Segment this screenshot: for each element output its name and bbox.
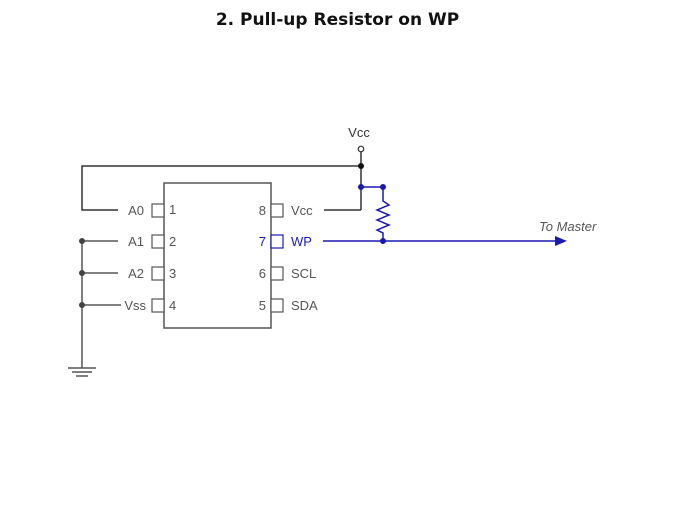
pin-name: A0 — [128, 203, 144, 218]
pin-name: Vcc — [291, 203, 313, 218]
pin-number: 7 — [259, 234, 266, 249]
pin-number: 4 — [169, 298, 176, 313]
wp-junction-dot — [380, 238, 386, 244]
pin-name: SCL — [291, 266, 316, 281]
left-pin-a2: A2 3 — [128, 266, 176, 281]
vcc-power-label: Vcc — [348, 125, 370, 140]
to-master-arrow-icon — [555, 236, 567, 246]
pin-pad — [151, 266, 165, 281]
pin-number: 2 — [169, 234, 176, 249]
ground-symbol-icon — [68, 367, 96, 377]
pin-pad — [270, 298, 284, 313]
pin-name: A1 — [128, 234, 144, 249]
pin-pad — [151, 298, 165, 313]
pin-name: SDA — [291, 298, 318, 313]
to-master-label: To Master — [539, 219, 597, 234]
pin-name: A2 — [128, 266, 144, 281]
eeprom-ic-body — [163, 182, 272, 329]
pin-name: Vss — [124, 298, 146, 313]
pin-pad — [270, 203, 284, 218]
slide-title: 2. Pull-up Resistor on WP — [215, 10, 460, 30]
right-pin-scl: 6 SCL — [259, 266, 317, 281]
right-pin-wp: 7 WP — [259, 234, 312, 249]
pin-name: WP — [291, 234, 312, 249]
a1-junction-dot — [79, 238, 85, 244]
right-pin-sda: 5 SDA — [259, 298, 318, 313]
left-pin-a1: A1 2 — [128, 234, 176, 249]
pullup-resistor — [375, 187, 391, 241]
left-pin-a0: A0 1 — [128, 202, 176, 218]
pin-number: 3 — [169, 266, 176, 281]
vcc-terminal — [357, 145, 365, 153]
pin-number: 5 — [259, 298, 266, 313]
pin-pad — [151, 234, 165, 249]
pullup-junction-dot-vcc — [358, 184, 364, 190]
a0-to-vcc-wire — [81, 165, 361, 211]
a2-junction-dot — [79, 270, 85, 276]
vcc-junction-dot — [358, 163, 364, 169]
pin-number: 6 — [259, 266, 266, 281]
pin-pad — [270, 266, 284, 281]
pin-pad — [270, 234, 284, 249]
pin-number: 1 — [169, 202, 176, 217]
left-pin-vss: Vss 4 — [124, 298, 176, 313]
right-pin-vcc: 8 Vcc — [259, 203, 313, 218]
pin-pad — [151, 203, 165, 218]
vss-junction-dot — [79, 302, 85, 308]
pin-number: 8 — [259, 203, 266, 218]
